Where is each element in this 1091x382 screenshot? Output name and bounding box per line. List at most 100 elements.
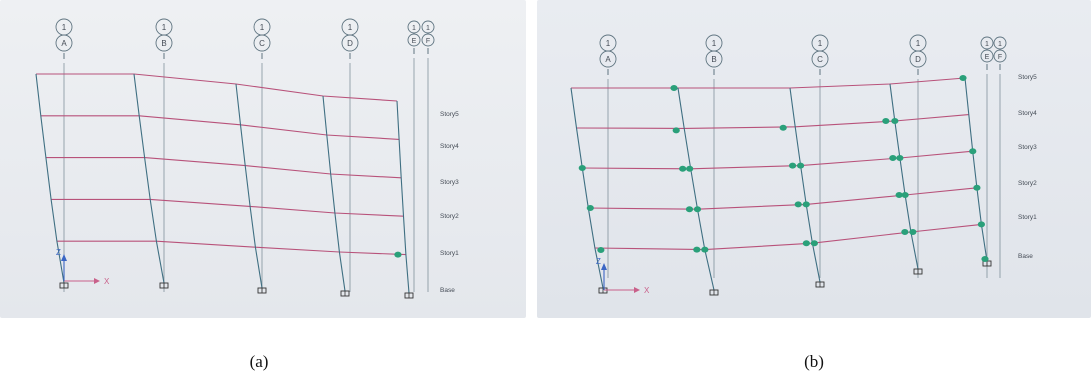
grid-bubble-top-label: 1 — [412, 25, 416, 32]
plastic-hinge — [901, 229, 909, 235]
plastic-hinge — [981, 256, 989, 262]
plastic-hinge — [597, 247, 605, 253]
beam-story-5 — [36, 73, 398, 102]
grid-bubble-bottom — [55, 34, 73, 52]
grid-bubble-bottom-label: D — [347, 39, 353, 48]
column — [570, 87, 604, 289]
beam-story-2 — [588, 187, 977, 210]
plastic-hinge — [685, 206, 694, 213]
story-label: Story3 — [1018, 144, 1037, 151]
grid-bubble-bottom — [599, 50, 617, 68]
column — [322, 95, 346, 292]
grid-bubble-bottom-label: B — [161, 39, 166, 48]
story-label: Base — [440, 287, 455, 294]
column — [677, 87, 715, 291]
story-label: Story5 — [1018, 74, 1037, 81]
plastic-hinge — [891, 118, 899, 124]
grid-bubble-bottom-label: B — [711, 55, 716, 64]
grid-bubble-top-label: 1 — [62, 23, 67, 32]
grid-bubble-top-label: 1 — [162, 23, 167, 32]
z-axis-arrowhead — [61, 254, 67, 261]
grid-bubble-bottom-label: C — [259, 39, 265, 48]
column — [789, 87, 821, 283]
plastic-hinge — [578, 165, 586, 171]
grid-bubble-bottom — [253, 34, 271, 52]
plastic-hinge — [977, 221, 985, 228]
grid-bubble-top-label: 1 — [606, 39, 611, 48]
frame-diagram-a: 1A1B1C1D1E1FStory5Story4Story3Story2Stor… — [35, 18, 459, 299]
grid-bubble-bottom — [909, 50, 927, 68]
column — [35, 73, 65, 284]
plastic-hinge — [794, 201, 802, 208]
grid-bubble-top-label: 1 — [260, 23, 265, 32]
grid-bubble-bottom — [341, 34, 359, 52]
plastic-hinge — [896, 155, 904, 161]
grid-bubble-top-label: 1 — [818, 39, 823, 48]
frame-diagram-b: 1A1B1C1D1E1FStory5Story4Story3Story2Stor… — [570, 34, 1037, 296]
caption-b: (b) — [804, 352, 824, 371]
grid-bubble-bottom-label: E — [412, 38, 417, 45]
grid-bubble-bottom — [811, 50, 829, 68]
z-axis-arrowhead — [601, 263, 607, 270]
x-axis-arrowhead — [94, 278, 100, 284]
caption-a: (a) — [249, 352, 269, 371]
beam-story-3 — [582, 150, 973, 170]
grid-bubble-top — [980, 36, 994, 50]
beam-story-5 — [571, 77, 966, 89]
plastic-hinge — [679, 165, 687, 172]
grid-bubble-top — [407, 20, 421, 34]
plastic-hinge — [901, 192, 909, 198]
grid-bubble-top-label: 1 — [712, 39, 717, 48]
plastic-hinge — [670, 85, 678, 91]
grid-bubble-top-label: 1 — [916, 39, 921, 48]
column — [964, 77, 988, 262]
grid-bubble-bottom — [421, 33, 435, 47]
plastic-hinge — [802, 201, 810, 208]
story-label: Story1 — [1018, 214, 1037, 221]
grid-bubble-top — [993, 36, 1007, 50]
grid-bubble-bottom-label: D — [915, 55, 921, 64]
grid-bubble-bottom-label: A — [61, 39, 67, 48]
beam-story-1 — [594, 223, 982, 251]
plastic-hinge — [889, 155, 897, 161]
story-label: Story1 — [440, 250, 459, 257]
grid-bubble-bottom-label: A — [605, 55, 611, 64]
grid-bubble-bottom — [705, 50, 723, 68]
grid-bubble-top-label: 1 — [998, 41, 1002, 48]
grid-bubble-top — [421, 20, 435, 34]
column — [396, 100, 410, 294]
story-label: Story5 — [440, 111, 459, 118]
grid-bubble-bottom — [980, 49, 994, 63]
column — [889, 83, 919, 270]
grid-bubble-bottom — [993, 49, 1007, 63]
x-axis-arrowhead — [634, 287, 640, 293]
plastic-hinge — [895, 192, 903, 198]
plastic-hinge — [788, 162, 797, 169]
grid-bubble-bottom-label: F — [998, 54, 1002, 61]
plastic-hinge — [693, 246, 701, 253]
story-label: Base — [1018, 253, 1033, 260]
plastic-hinge — [796, 162, 805, 169]
plastic-hinge — [973, 184, 981, 191]
grid-bubble-bottom — [155, 34, 173, 52]
plastic-hinge — [802, 240, 810, 247]
grid-bubble-bottom — [407, 33, 421, 47]
plastic-hinge — [701, 246, 709, 253]
column — [133, 73, 165, 284]
beam-story-3 — [45, 157, 402, 179]
beam-story-4 — [576, 114, 969, 129]
plastic-hinge — [394, 251, 402, 258]
grid-bubble-bottom-label: C — [817, 55, 823, 64]
plastic-hinge — [882, 118, 890, 124]
plastic-hinge — [969, 148, 977, 155]
z-axis-label: Z — [596, 257, 601, 266]
plastic-hinge — [959, 75, 967, 81]
plastic-hinge — [693, 206, 702, 213]
grid-bubble-top-label: 1 — [985, 41, 989, 48]
plastic-hinge — [672, 127, 680, 134]
beam-story-2 — [51, 198, 404, 217]
plastic-hinge — [686, 165, 694, 172]
beam-story-4 — [40, 115, 400, 140]
